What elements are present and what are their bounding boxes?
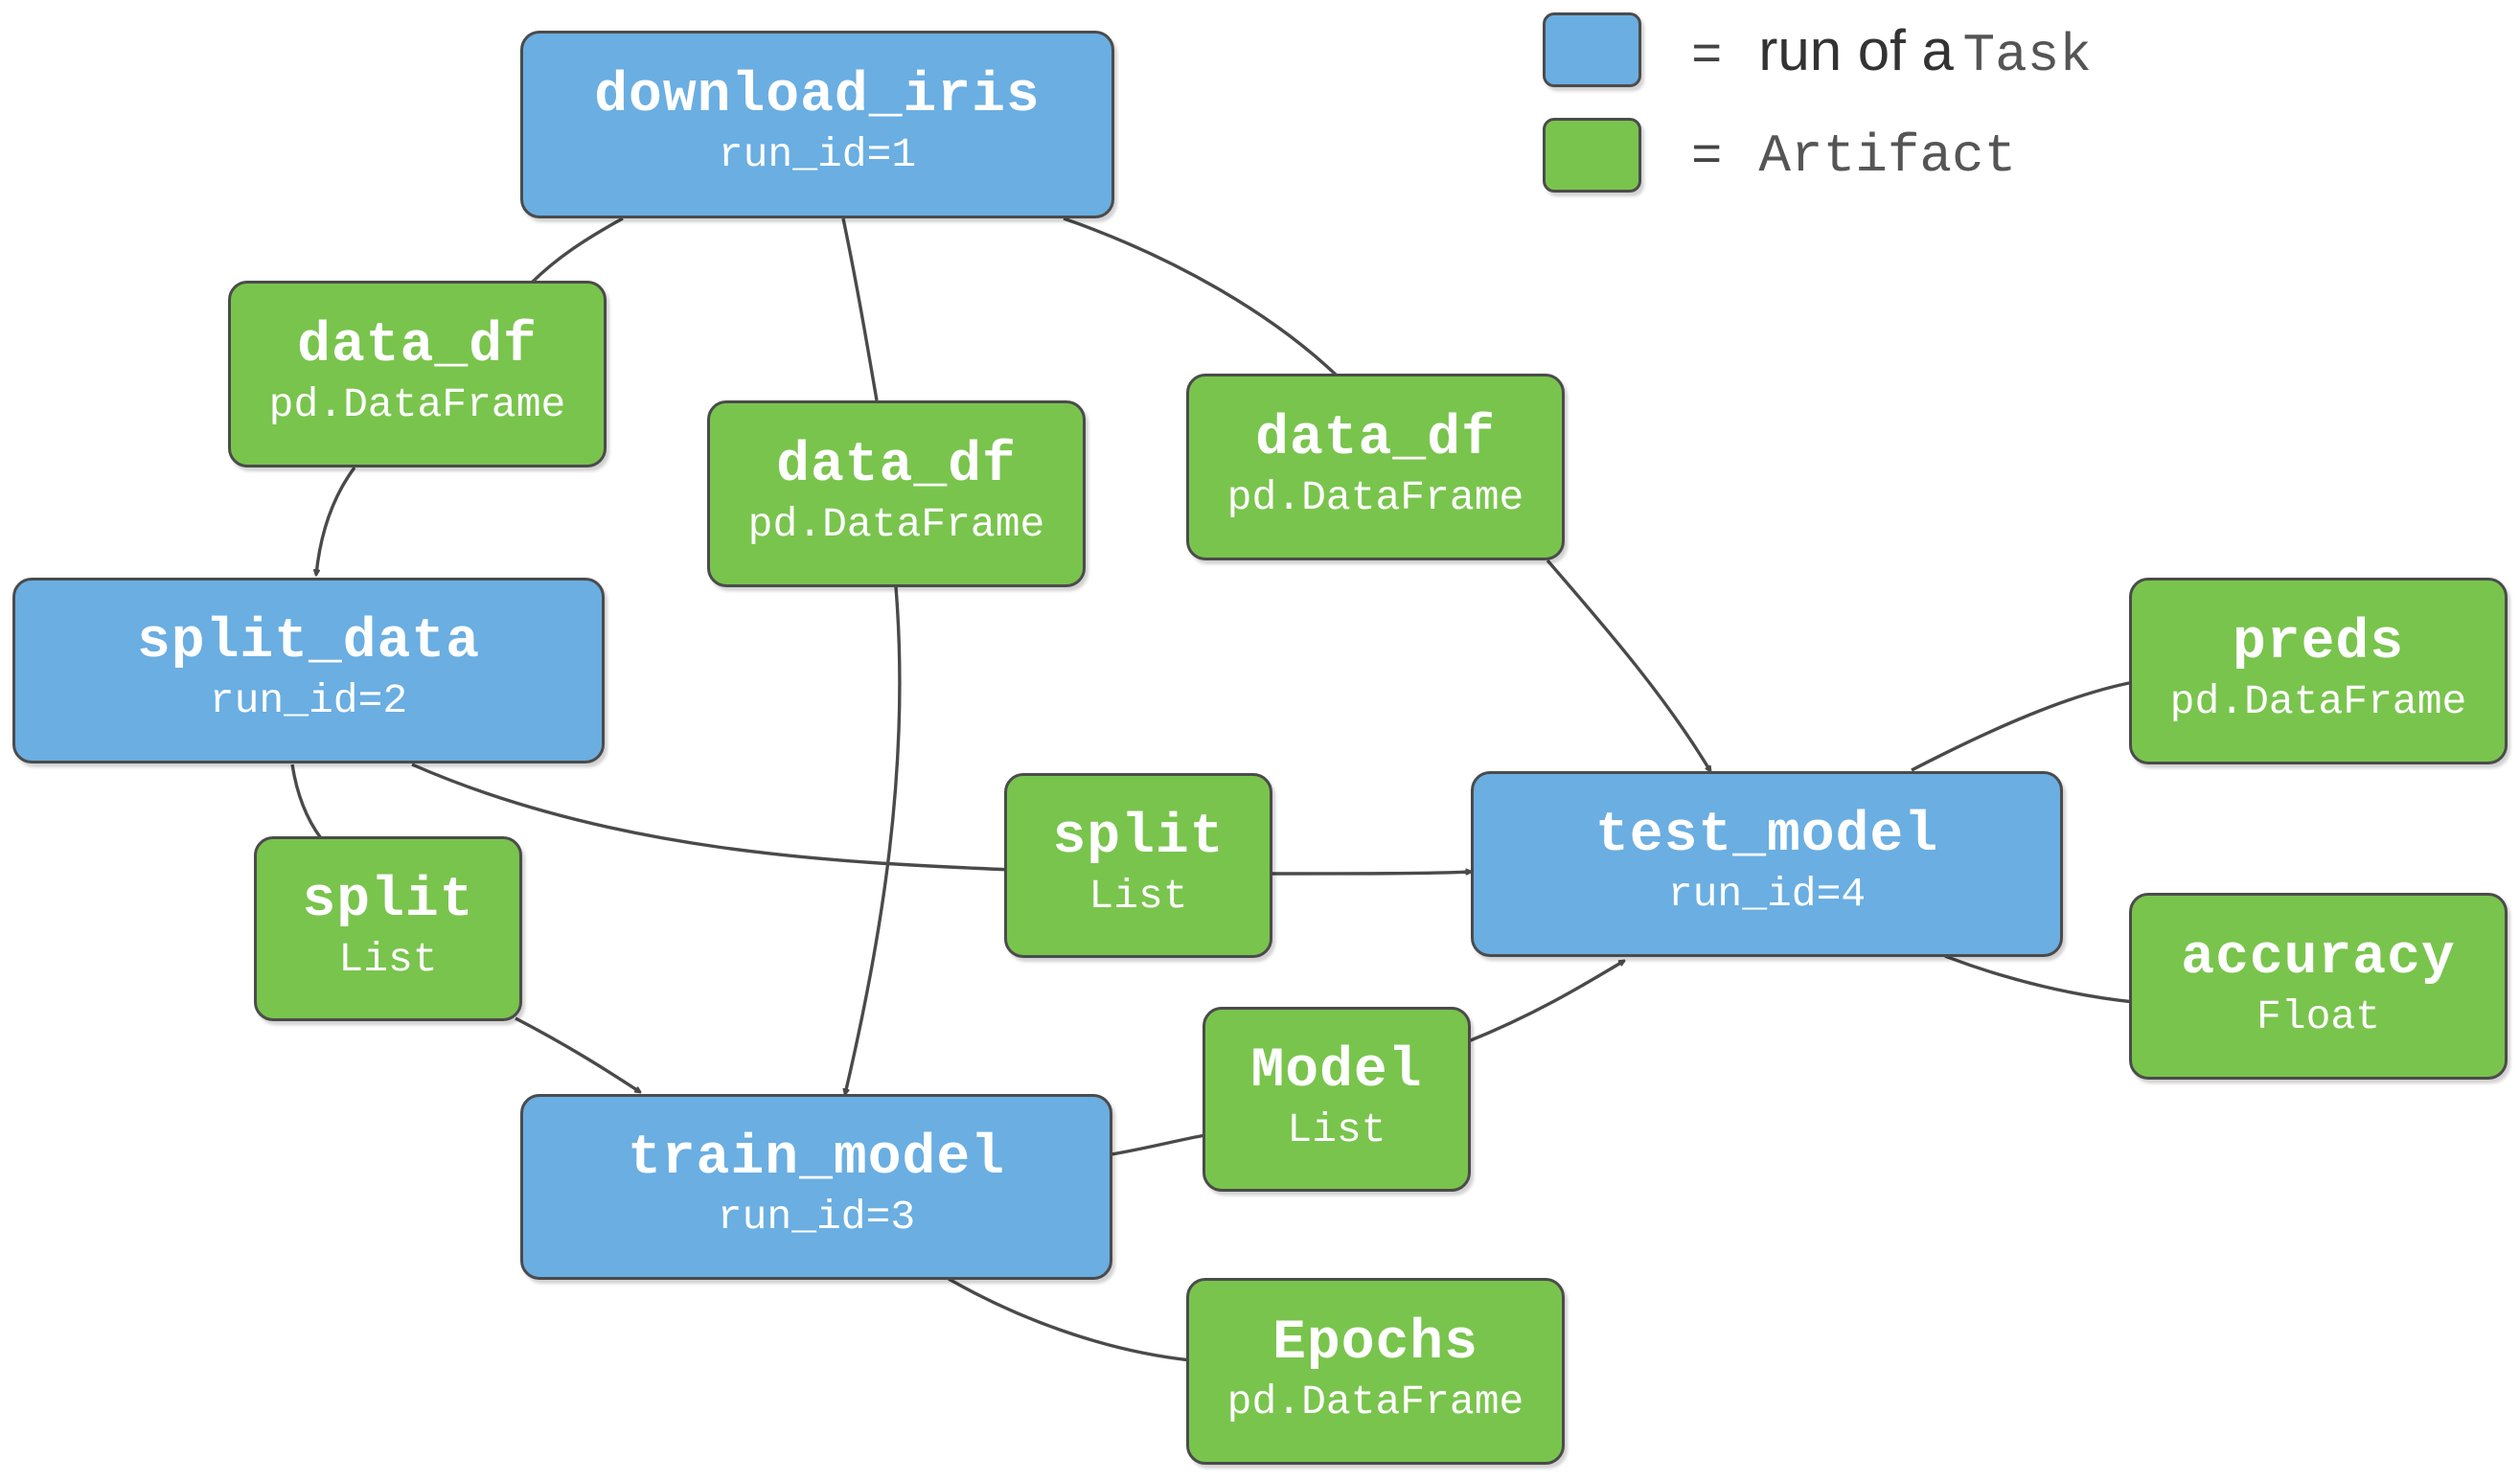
legend-task-prefix: run of a [1758,18,1954,82]
edge-data-df-2-to-train-model [845,586,902,1094]
artifact-node-data-df-3[interactable]: data_df pd.DataFrame [1186,374,1565,560]
edge-split-data-to-split-1 [290,763,323,840]
legend-equals: = [1691,128,1723,187]
artifact-title: Epochs [1272,1311,1478,1375]
task-run-id: run_id=4 [1667,871,1867,918]
artifact-title: accuracy [2181,926,2456,990]
artifact-type: List [1088,872,1188,920]
artifact-type: List [1287,1105,1386,1153]
legend-task-word: Task [1962,25,2092,86]
artifact-node-data-df-2[interactable]: data_df pd.DataFrame [707,400,1086,587]
legend-task-swatch [1543,12,1641,87]
edge-test-model-to-accuracy [1944,954,2135,1004]
edge-download-to-data-df-3 [1063,216,1339,377]
artifact-node-model[interactable]: Model List [1203,1007,1471,1192]
artifact-node-accuracy[interactable]: accuracy Float [2129,893,2508,1080]
edge-train-model-to-model [1111,1133,1206,1156]
artifact-title: Model [1250,1039,1423,1103]
artifact-title: split [1052,806,1225,869]
task-run-id: run_id=3 [717,1194,916,1241]
task-run-id: run_id=2 [209,677,408,724]
edge-split-1-to-train-model [515,1016,640,1092]
artifact-title: data_df [776,434,1017,497]
artifact-type: pd.DataFrame [747,500,1045,548]
edge-data-df-1-to-split-data [316,466,356,575]
task-run-id: run_id=1 [718,131,917,178]
artifact-title: data_df [1255,407,1496,470]
task-title: test_model [1594,805,1939,867]
artifact-title: split [302,869,474,932]
edge-model-to-test-model [1465,961,1624,1044]
artifact-type: pd.DataFrame [1226,1378,1524,1425]
artifact-type: pd.DataFrame [268,380,566,428]
legend-artifact-swatch [1543,118,1641,193]
task-node-train-model[interactable]: train_model run_id=3 [520,1094,1112,1280]
edge-split-data-to-split-2 [411,763,1012,872]
legend-equals: = [1691,28,1723,86]
task-title: train_model [628,1128,1005,1190]
task-node-test-model[interactable]: test_model run_id=4 [1471,771,2063,957]
artifact-node-epochs[interactable]: Epochs pd.DataFrame [1186,1278,1565,1465]
legend-artifact-word: Artifact [1758,125,2017,187]
task-node-download-iris[interactable]: download_iris run_id=1 [520,31,1114,218]
artifact-node-split-2[interactable]: split List [1004,773,1272,958]
legend-task-label: = run of a Task [1691,14,2092,87]
artifact-node-data-df-1[interactable]: data_df pd.DataFrame [228,281,607,467]
task-title: split_data [136,611,481,673]
artifact-type: Float [2256,992,2381,1040]
edge-data-df-3-to-test-model [1546,558,1710,771]
edge-train-model-to-epochs [948,1277,1192,1362]
artifact-node-preds[interactable]: preds pd.DataFrame [2129,578,2508,764]
artifact-node-split-1[interactable]: split List [254,836,522,1021]
edge-test-model-to-preds [1911,680,2135,772]
legend-artifact-label: = Artifact [1691,120,2016,193]
edge-download-to-data-df-1 [530,216,624,285]
task-title: download_iris [594,65,1041,127]
artifact-title: preds [2232,611,2405,674]
artifact-title: data_df [297,314,538,377]
artifact-type: List [338,935,438,983]
artifact-type: pd.DataFrame [1226,473,1524,521]
artifact-type: pd.DataFrame [2169,677,2467,725]
edge-download-to-data-df-2 [841,217,879,401]
edge-split-2-to-test-model [1269,872,1471,874]
task-node-split-data[interactable]: split_data run_id=2 [12,578,605,763]
